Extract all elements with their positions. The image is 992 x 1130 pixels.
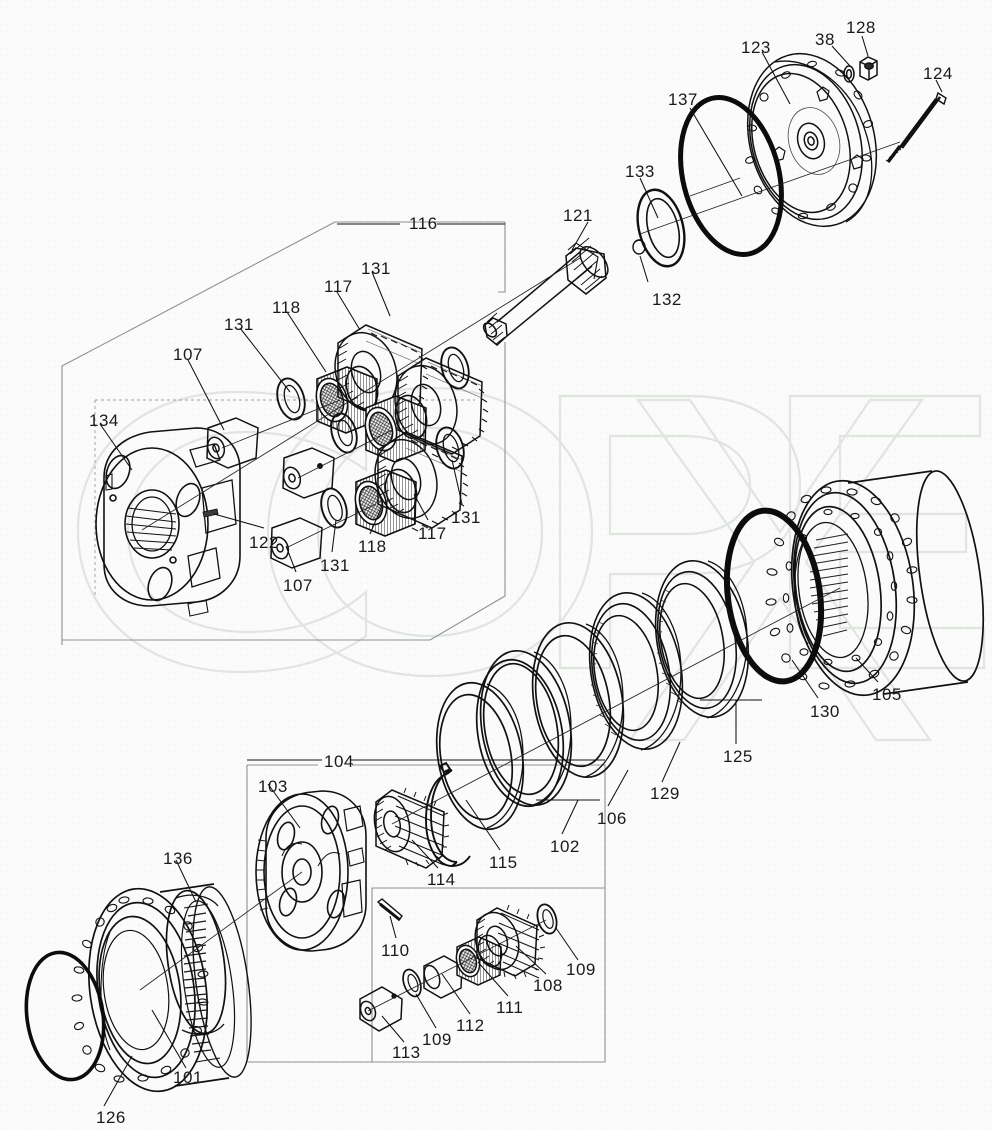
- callout-136: 136: [163, 849, 193, 868]
- callout-129: 129: [650, 784, 680, 803]
- nut-128: [859, 56, 878, 81]
- thrust-washer-131-c: [320, 487, 348, 529]
- o-ring-126: [24, 950, 106, 1082]
- callout-128: 128: [846, 18, 876, 37]
- callout-104: 104: [324, 752, 354, 771]
- group-box-104: [246, 764, 606, 1063]
- callout-133: 133: [625, 162, 655, 181]
- callout-112: 112: [456, 1016, 485, 1035]
- callout-107-b: 107: [283, 576, 313, 595]
- thrust-washer-131-b2: [440, 346, 470, 390]
- group-box-116: [61, 221, 506, 645]
- callout-109-a: 109: [566, 960, 596, 979]
- callout-38: 38: [815, 30, 835, 49]
- floating-seal-129: [531, 621, 625, 779]
- sun-gear-114: [373, 787, 450, 869]
- callout-118-a: 118: [272, 298, 301, 317]
- callout-110: 110: [381, 941, 410, 960]
- snap-ring-115: [425, 761, 471, 867]
- callout-126: 126: [96, 1108, 126, 1127]
- callout-131-c: 131: [451, 508, 481, 527]
- thrust-washer-131-c2: [435, 426, 465, 470]
- callout-131-b: 131: [224, 315, 254, 334]
- callout-115: 115: [489, 853, 518, 872]
- seal-136: [165, 889, 227, 1035]
- callout-111: 111: [496, 998, 524, 1017]
- callout-117-a: 117: [324, 277, 353, 296]
- callout-107-a: 107: [173, 345, 203, 364]
- callout-131-a: 131: [361, 259, 391, 278]
- callout-123: 123: [741, 38, 771, 57]
- bearing-125-a: [654, 560, 750, 719]
- planet-pin-107-a: [206, 417, 259, 469]
- callout-118-b: 118: [358, 537, 387, 556]
- callout-125: 125: [723, 747, 753, 766]
- long-bolt-124: [885, 91, 947, 164]
- ring-gear-housing-105: [790, 470, 985, 697]
- callout-102: 102: [550, 837, 580, 856]
- o-ring-130: [723, 507, 825, 685]
- callout-108: 108: [533, 976, 563, 995]
- callout-122: 122: [249, 533, 279, 552]
- planet-carrier-103: [255, 790, 367, 952]
- pin-110: [376, 898, 403, 922]
- housing-bolt-holes: [765, 486, 918, 690]
- callout-132: 132: [652, 290, 682, 309]
- callout-124: 124: [923, 64, 953, 83]
- callout-137: 137: [668, 90, 698, 109]
- callout-106: 106: [597, 809, 627, 828]
- floating-seal-106: [479, 649, 573, 807]
- o-ring-137: [678, 95, 784, 257]
- thrust-washer-131-a: [276, 377, 306, 421]
- callout-113: 113: [392, 1043, 421, 1062]
- planet-gear-117-c: [374, 431, 469, 532]
- pin-132: [632, 239, 646, 255]
- seal-ring-102-a: [435, 681, 525, 831]
- planet-carrier-134: [95, 427, 241, 617]
- callout-103: 103: [258, 777, 288, 796]
- input-shaft-121: [482, 237, 609, 346]
- washer-38: [843, 65, 855, 83]
- planet-pin-107-c: [270, 517, 323, 569]
- seal-ring-133: [636, 188, 686, 268]
- thrust-washer-131-b: [330, 412, 358, 454]
- callout-101: 101: [173, 1068, 203, 1087]
- leader-lines: [99, 35, 943, 1107]
- bearing-125-b: [588, 592, 684, 751]
- callout-114: 114: [427, 870, 456, 889]
- callout-131-d: 131: [320, 556, 350, 575]
- callout-130: 130: [810, 702, 840, 721]
- thrust-washer-109-b: [536, 903, 558, 935]
- callout-121: 121: [563, 206, 593, 225]
- callout-134: 134: [89, 411, 119, 430]
- center-axes: [139, 141, 901, 1012]
- callout-116: 116: [409, 214, 438, 233]
- callout-117-b: 117: [418, 524, 447, 543]
- callout-105: 105: [872, 685, 902, 704]
- callout-109-b: 109: [422, 1030, 452, 1049]
- seal-ring-102-b: [475, 658, 565, 808]
- watermark: [76, 386, 986, 742]
